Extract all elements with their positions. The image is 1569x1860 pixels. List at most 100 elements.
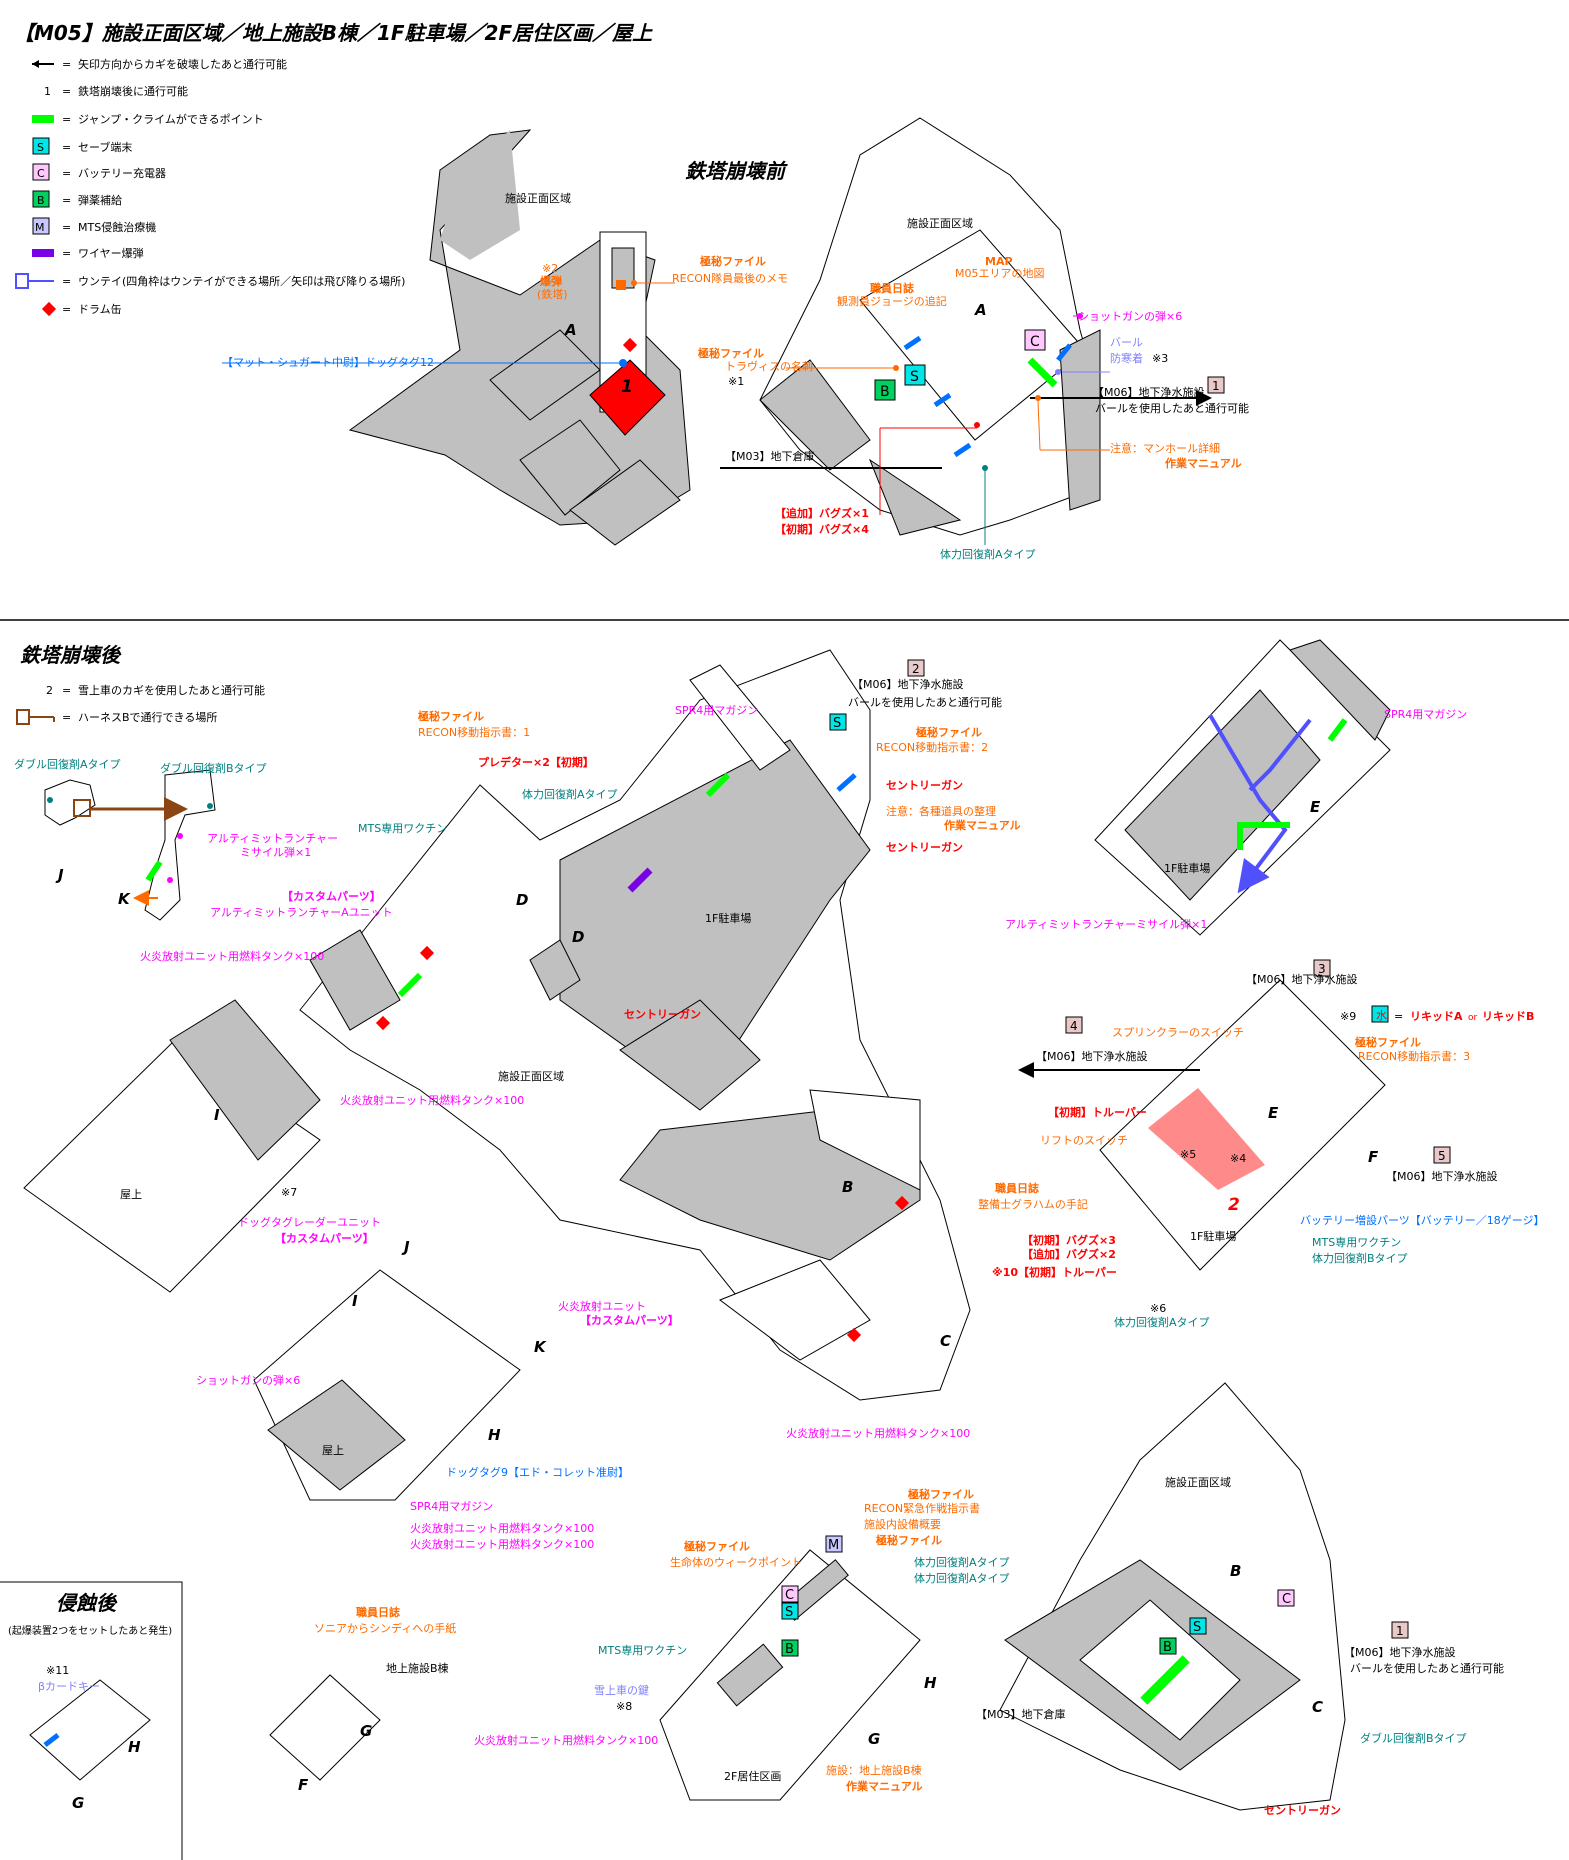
area-label: 施設正面区域 [1165,1475,1231,1489]
letter: K [118,890,131,908]
legend-icon-c: C [37,167,45,180]
label: RECON緊急作戦指示書 [864,1501,980,1515]
label: M05エリアの地図 [955,267,1045,280]
number: 1 [621,377,633,397]
label: or [1468,1013,1478,1023]
legend-after: 2 = 雪上車のカギを使用したあと通行可能 = ハーネスBで通行できる場所 [16,683,265,725]
label: バールを使用したあと通行可能 [848,695,1002,709]
label: ソニアからシンディへの手紙 [314,1621,456,1635]
label: バール [1110,336,1143,349]
label: 【カスタムパーツ】 [282,890,381,903]
label: バールを使用したあと通行可能 [1095,401,1249,415]
label: 極秘ファイル [697,346,764,360]
letter: D [572,928,584,946]
label: 火炎放射ユニット用燃料タンク×100 [786,1426,970,1440]
erosion-note: (起爆装置2つをセットしたあと発生) [8,1624,172,1637]
letter: I [214,1106,220,1124]
label: MTS専用ワクチン [358,822,447,835]
label: ※1 [728,375,744,388]
icon-mts: M [828,1538,839,1553]
icon-ammo: B [785,1642,794,1657]
label: 職員日誌 [870,281,914,295]
label: 施設：地上施設B棟 [826,1763,922,1777]
map-roof-left: 屋上 I [23,999,321,1293]
label: 火炎放射ユニット用燃料タンク×100 [410,1537,594,1551]
icon-save: S [833,716,841,731]
label: ダブル回復剤Bタイプ [160,761,267,775]
label: 極秘ファイル [1354,1035,1421,1049]
label: ダブル回復剤Bタイプ [1360,1731,1467,1745]
label: 火炎放射ユニット用燃料タンク×100 [410,1521,594,1535]
label: セントリーガン [886,778,963,792]
letter: G [72,1794,84,1812]
label: 職員日誌 [995,1181,1039,1195]
legend-text-mts: MTS侵蝕治療機 [78,220,156,234]
legend-icon-s: S [37,141,44,154]
label: 【M06】地下浄水施設 [1344,1645,1456,1659]
label: バッテリー増設パーツ【バッテリー／18ゲージ】 [1300,1213,1545,1227]
label: バールを使用したあと通行可能 [1350,1661,1504,1675]
map-front-before-left: ※2 爆弾 (鉄塔) 極秘ファイル RECON隊員最後のメモ 【マット・シュガー… [222,129,788,546]
label: セントリーガン [1264,1803,1341,1817]
label: ※8 [616,1700,632,1713]
number: 2 [912,662,920,676]
number: 1 [1396,1624,1404,1638]
legend-eq: = [62,221,71,234]
label: 作業マニュアル [846,1779,923,1793]
label: 爆弾 [540,274,562,288]
letter: F [298,1776,309,1794]
label: ※11 [46,1664,69,1677]
label: 極秘ファイル [417,709,484,723]
legend-text-harness: ハーネスBで通行できる場所 [78,711,217,724]
label: MTS専用ワクチン [598,1644,687,1657]
letter: A [974,301,987,319]
legend-symbol-1: 1 [44,85,51,98]
label: ※4 [1230,1152,1246,1165]
legend-text-ammo: 弾薬補給 [78,193,122,207]
letter: B [1230,1562,1241,1580]
label: ※10【初期】トルーパー [992,1265,1117,1279]
number: 5 [1438,1149,1446,1163]
erosion-box: 侵蝕後 (起爆装置2つをセットしたあと発生) ※11 βカードキー H G [0,1581,183,1860]
label: ショットガンの弾×6 [1078,310,1182,323]
section-erosion: 侵蝕後 [56,1591,118,1615]
icon-charger: C [1282,1592,1291,1607]
section-before: 鉄塔崩壊前 [685,159,788,183]
label: 【M03】地下倉庫 [976,1707,1066,1721]
label: SPR4用マガジン [410,1500,493,1513]
area-label: 2F居住区画 [724,1769,781,1783]
letter: I [352,1292,358,1310]
icon-save: S [785,1605,793,1620]
label: 【初期】トルーパー [1048,1105,1147,1119]
label: 極秘ファイル [875,1533,942,1547]
letter: B [842,1178,853,1196]
label: 【M06】地下浄水施設 [1246,972,1358,986]
label: 【マット・シュガート中尉】ドッグタグ12 [222,355,434,369]
area-label: 地上施設B棟 [386,1661,449,1675]
icon-ammo: B [1163,1640,1172,1655]
map-living-2f: M C S B 2F居住区画 極秘ファイル RECON緊急作戦指示書 施設内設備… [474,1487,1010,1801]
legend-text-collapse: 鉄塔崩壊後に通行可能 [78,84,188,98]
map-mini-jk: ダブル回復剤Aタイプ ダブル回復剤Bタイプ アルティミットランチャー ミサイル弾… [14,757,338,921]
label: 作業マニュアル [944,818,1021,832]
icon-water: 水 [1376,1009,1387,1022]
label: 火炎放射ユニット用燃料タンク×100 [340,1093,524,1107]
label: SPR4用マガジン [1384,708,1467,721]
label: RECON隊員最後のメモ [672,271,788,285]
area-label: 施設正面区域 [505,191,571,205]
label: RECON移動指示書：3 [1358,1049,1470,1063]
label: (鉄塔) [537,287,568,301]
area-label: 施設正面区域 [907,216,973,230]
icon-charger: C [1030,334,1040,350]
area-label: 1F駐車場 [1190,1229,1236,1243]
legend-eq: = [62,275,71,288]
label: 雪上車の鍵 [594,1683,649,1697]
label: 火炎放射ユニット用燃料タンク×100 [140,949,324,963]
label: 体力回復剤Aタイプ [914,1571,1010,1585]
letter: J [401,1238,410,1256]
number: 2 [1228,1195,1240,1215]
label: アルティミットランチャーミサイル弾×1 [1005,918,1207,931]
label: ※2 [542,262,558,275]
map-front-before-right: 鉄塔崩壊前 S B C 施設正面区域 MAP M05エリアの地図 職員日誌 観測… [685,117,1249,561]
